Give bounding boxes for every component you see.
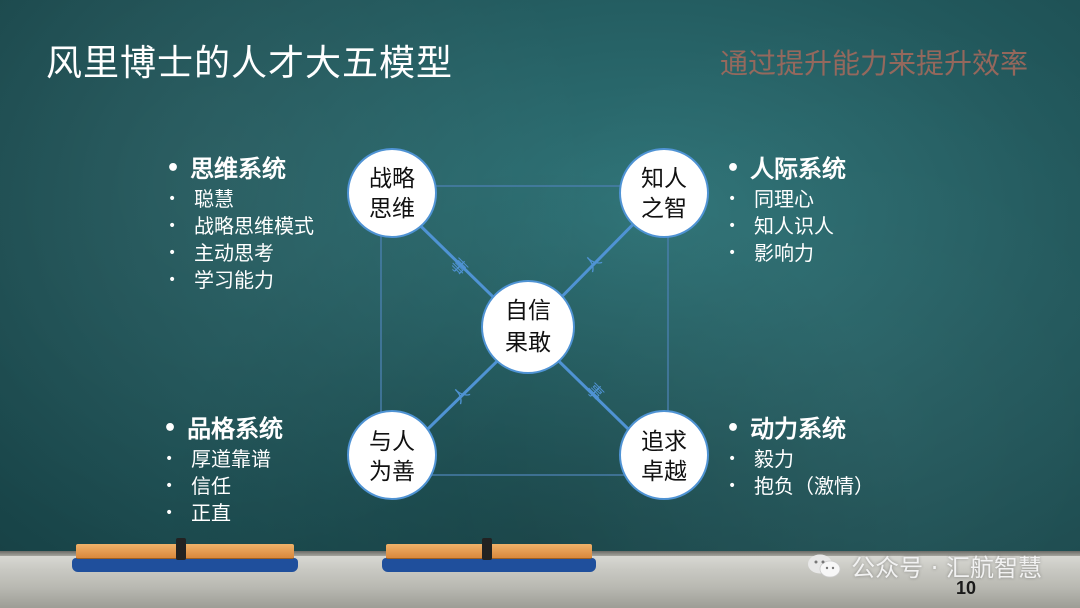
node-center-line1: 自信 — [505, 298, 551, 324]
list-item-text: 影响力 — [754, 241, 814, 265]
list-item-text: 信任 — [191, 474, 231, 498]
bullet-icon: • — [165, 478, 174, 494]
list-item: • 学习能力 — [168, 267, 314, 294]
list-item: • 战略思维模式 — [168, 213, 314, 240]
group-motivation-system: • 动力系统 • 毅力 • 抱负（激情） — [726, 414, 874, 500]
list-item: • 同理心 — [728, 186, 846, 213]
list-item: • 厚道靠谱 — [165, 446, 283, 473]
list-item-text: 毅力 — [754, 447, 794, 471]
group-motivation-title: 动力系统 — [750, 415, 847, 443]
bullet-icon: • — [168, 218, 177, 234]
bullet-icon: • — [728, 451, 737, 467]
group-thinking-title: 思维系统 — [190, 155, 287, 183]
group-interpersonal-list: • 同理心 • 知人识人 • 影响力 — [726, 186, 846, 267]
list-item: • 影响力 — [728, 240, 846, 267]
list-item-text: 抱负（激情） — [754, 474, 874, 498]
node-top-left: 战略 思维 — [347, 148, 437, 238]
bullet-icon: • — [728, 245, 737, 261]
node-top-right: 知人 之智 — [619, 148, 709, 238]
group-character-list: • 厚道靠谱 • 信任 • 正直 — [163, 446, 283, 527]
bullet-icon: • — [168, 272, 177, 288]
list-item: • 抱负（激情） — [728, 473, 874, 500]
wechat-icon — [808, 554, 841, 577]
watermark-text: 公众号 · 汇航智慧 — [851, 554, 1042, 582]
node-bottom-left-line1: 与人 — [369, 429, 415, 455]
watermark: 公众号 · 汇航智慧 — [807, 548, 1042, 583]
node-top-left-line1: 战略 — [369, 166, 415, 192]
group-interpersonal-heading: • 人际系统 — [726, 154, 846, 184]
list-item-text: 正直 — [191, 501, 231, 525]
list-item: • 聪慧 — [168, 186, 314, 213]
node-bottom-left: 与人 为善 — [347, 410, 437, 500]
list-item: • 正直 — [165, 500, 283, 527]
bullet-icon: • — [728, 218, 737, 234]
eraser-right-icon — [382, 538, 596, 572]
list-item: • 毅力 — [728, 446, 874, 473]
list-item-text: 知人识人 — [754, 214, 834, 238]
group-motivation-list: • 毅力 • 抱负（激情） — [726, 446, 874, 500]
group-thinking-heading: • 思维系统 — [166, 154, 314, 184]
node-top-right-line1: 知人 — [641, 166, 687, 192]
node-bottom-right-line1: 追求 — [641, 429, 687, 455]
bullet-icon: • — [168, 191, 177, 207]
list-item-text: 战略思维模式 — [194, 214, 314, 238]
list-item-text: 学习能力 — [194, 268, 274, 292]
node-center-line2: 果敢 — [505, 330, 551, 356]
bullet-icon: • — [728, 478, 737, 494]
group-thinking-list: • 聪慧 • 战略思维模式 • 主动思考 • 学习能力 — [166, 186, 314, 294]
list-item-text: 同理心 — [754, 187, 814, 211]
bullet-icon: • — [726, 156, 741, 181]
group-character-title: 品格系统 — [187, 415, 284, 443]
group-character-heading: • 品格系统 — [163, 414, 283, 444]
page-number: 10 — [955, 578, 976, 598]
edge-label-top-left: 事 — [447, 255, 472, 280]
bullet-icon: • — [165, 451, 174, 467]
page-title: 风里博士的人才大五模型 — [46, 43, 454, 84]
bullet-icon: • — [163, 416, 178, 441]
list-item-text: 厚道靠谱 — [191, 447, 271, 471]
list-item: • 主动思考 — [168, 240, 314, 267]
node-center: 自信 果敢 — [481, 280, 575, 374]
bullet-icon: • — [168, 245, 177, 261]
edge-label-bottom-right: 事 — [583, 380, 608, 405]
diagram-frame — [380, 185, 669, 476]
bullet-icon: • — [726, 416, 741, 441]
group-interpersonal-title: 人际系统 — [750, 155, 847, 183]
list-item: • 知人识人 — [728, 213, 846, 240]
list-item-text: 主动思考 — [194, 241, 274, 265]
eraser-left-icon — [72, 538, 298, 572]
group-interpersonal-system: • 人际系统 • 同理心 • 知人识人 • 影响力 — [726, 154, 846, 267]
node-bottom-right: 追求 卓越 — [619, 410, 709, 500]
bullet-icon: • — [728, 191, 737, 207]
group-character-system: • 品格系统 • 厚道靠谱 • 信任 • 正直 — [163, 414, 283, 527]
node-bottom-right-line2: 卓越 — [641, 459, 687, 485]
group-motivation-heading: • 动力系统 — [726, 414, 874, 444]
node-bottom-left-line2: 为善 — [369, 459, 415, 485]
node-top-left-line2: 思维 — [369, 196, 415, 222]
bullet-icon: • — [166, 156, 181, 181]
list-item-text: 聪慧 — [194, 187, 234, 211]
list-item: • 信任 — [165, 473, 283, 500]
bullet-icon: • — [165, 505, 174, 521]
page-subtitle: 通过提升能力来提升效率 — [719, 47, 1028, 80]
node-top-right-line2: 之智 — [641, 196, 687, 222]
group-thinking-system: • 思维系统 • 聪慧 • 战略思维模式 • 主动思考 • 学习能力 — [166, 154, 314, 294]
